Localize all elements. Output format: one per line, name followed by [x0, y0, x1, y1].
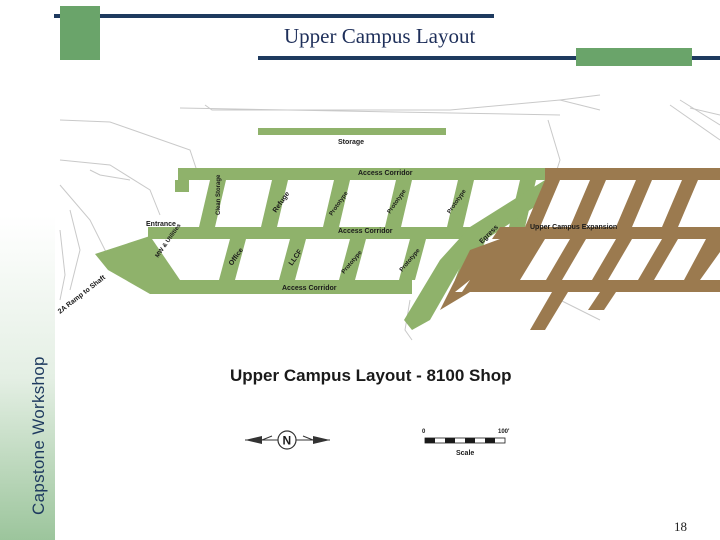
scale-max: 100' [498, 429, 510, 435]
expansion-area [440, 168, 720, 330]
scale-label: Scale [456, 450, 474, 457]
access-corridor-top [178, 168, 545, 180]
page-title: Upper Campus Layout [284, 24, 476, 48]
scale-bar: 0 100' Scale [422, 429, 510, 457]
map-heading: Upper Campus Layout - 8100 Shop [230, 366, 512, 385]
label-storage: Storage [338, 139, 364, 146]
scale-zero: 0 [422, 429, 426, 435]
background-terrain-lines [59, 94, 720, 341]
storage-area [258, 128, 446, 135]
north-arrow-letter: N [283, 434, 292, 448]
label-ramp: 2A Ramp to Shaft [57, 274, 108, 316]
slide-number: 18 [674, 519, 687, 534]
access-corridor-bottom [172, 280, 412, 294]
header-rect-green [576, 48, 692, 66]
ramp-corridor [95, 236, 180, 294]
north-arrow-icon: N [245, 430, 330, 450]
header-square-green [60, 6, 100, 60]
label-access-corridor-mid: Access Corridor [338, 228, 393, 235]
header-bar-top [54, 14, 494, 18]
egress-corridor [404, 180, 545, 330]
label-clean-storage: Clean Storage [216, 174, 222, 215]
label-access-corridor-top: Access Corridor [358, 170, 413, 177]
label-access-corridor-bottom: Access Corridor [282, 285, 337, 292]
header-bar-bottom [258, 56, 720, 60]
sidebar-gradient [0, 0, 55, 540]
label-expansion: Upper Campus Expansion [530, 224, 617, 231]
label-entrance: Entrance [146, 221, 176, 228]
access-corridor-mid [148, 227, 470, 239]
